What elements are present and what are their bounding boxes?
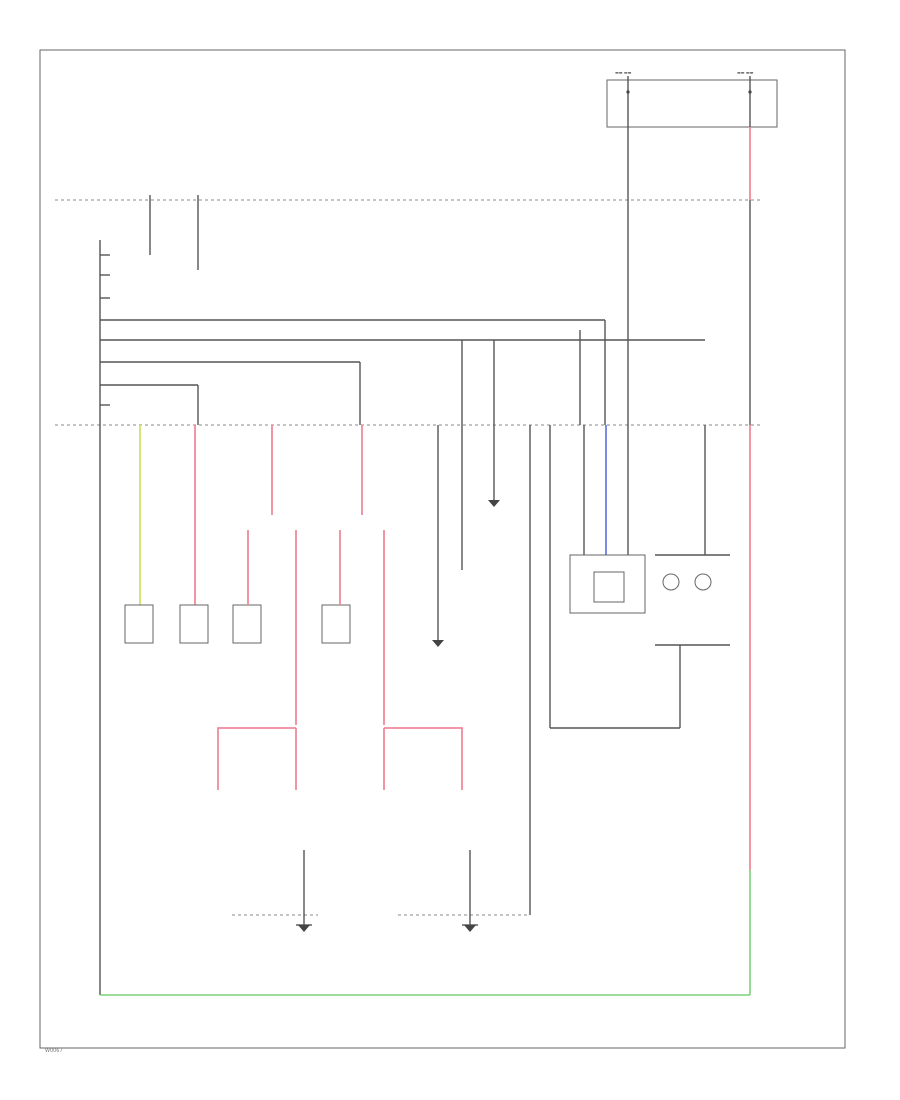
fuse-box-top (606, 79, 778, 128)
fuse-label: ▬▬ ▬▬ (615, 70, 632, 75)
lamp-right-icon (694, 573, 712, 591)
fuse-top-right: ▬▬ ▬▬ (737, 70, 754, 127)
relay-box (569, 554, 646, 614)
door-switch-4 (321, 604, 351, 644)
connector-stack-pins (100, 254, 705, 406)
fuse-label: ▬▬ ▬▬ (737, 70, 754, 75)
wire-lock-left-branch (217, 727, 296, 790)
door-switch-1 (124, 604, 154, 644)
diagram-frame (39, 49, 846, 1049)
wire-lock-right-branch (384, 727, 463, 790)
ground-symbol-right (462, 924, 478, 932)
fuse-top-left: ▬▬ ▬▬ (615, 70, 632, 127)
door-switch-3 (232, 604, 262, 644)
ground-symbol-mid (488, 500, 500, 507)
lamp-left-icon (662, 573, 680, 591)
relay-coil (593, 571, 625, 603)
ground-symbol-note (432, 640, 444, 647)
figure-id: W0067 (45, 1048, 63, 1054)
door-switch-2 (179, 604, 209, 644)
ground-symbol-left (296, 924, 312, 932)
